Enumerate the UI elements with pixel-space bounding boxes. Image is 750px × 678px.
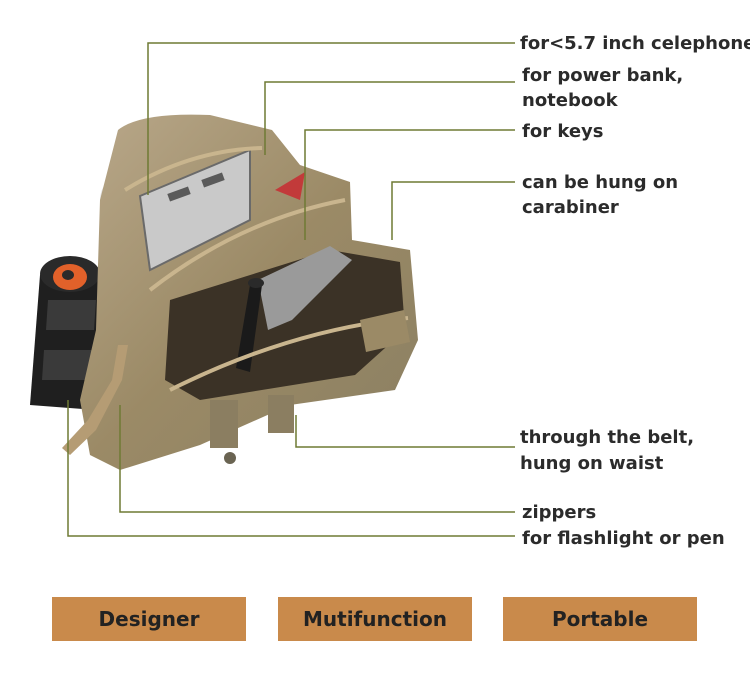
badge-mutifunction: Mutifunction: [278, 597, 472, 641]
callout-power-bank-line1: for power bank,: [522, 65, 684, 86]
callout-belt-line1: through the belt,: [520, 427, 695, 448]
badge-portable: Portable: [503, 597, 697, 641]
callout-zippers: zippers: [522, 502, 597, 523]
flashlight: [30, 256, 100, 410]
callout-keys: for keys: [522, 121, 604, 142]
callout-power-bank-line2: notebook: [522, 90, 618, 111]
callout-flashlight: for flashlight or pen: [522, 528, 725, 549]
badge-designer: Designer: [52, 597, 246, 641]
callout-lines: [67, 42, 515, 537]
callout-phone: for<5.7 inch celephone: [520, 33, 750, 54]
pouch: [62, 114, 418, 471]
callout-carabiner-line2: carabiner: [522, 197, 619, 218]
callout-carabiner-line1: can be hung on: [522, 172, 679, 193]
callout-belt-line2: hung on waist: [520, 453, 664, 474]
